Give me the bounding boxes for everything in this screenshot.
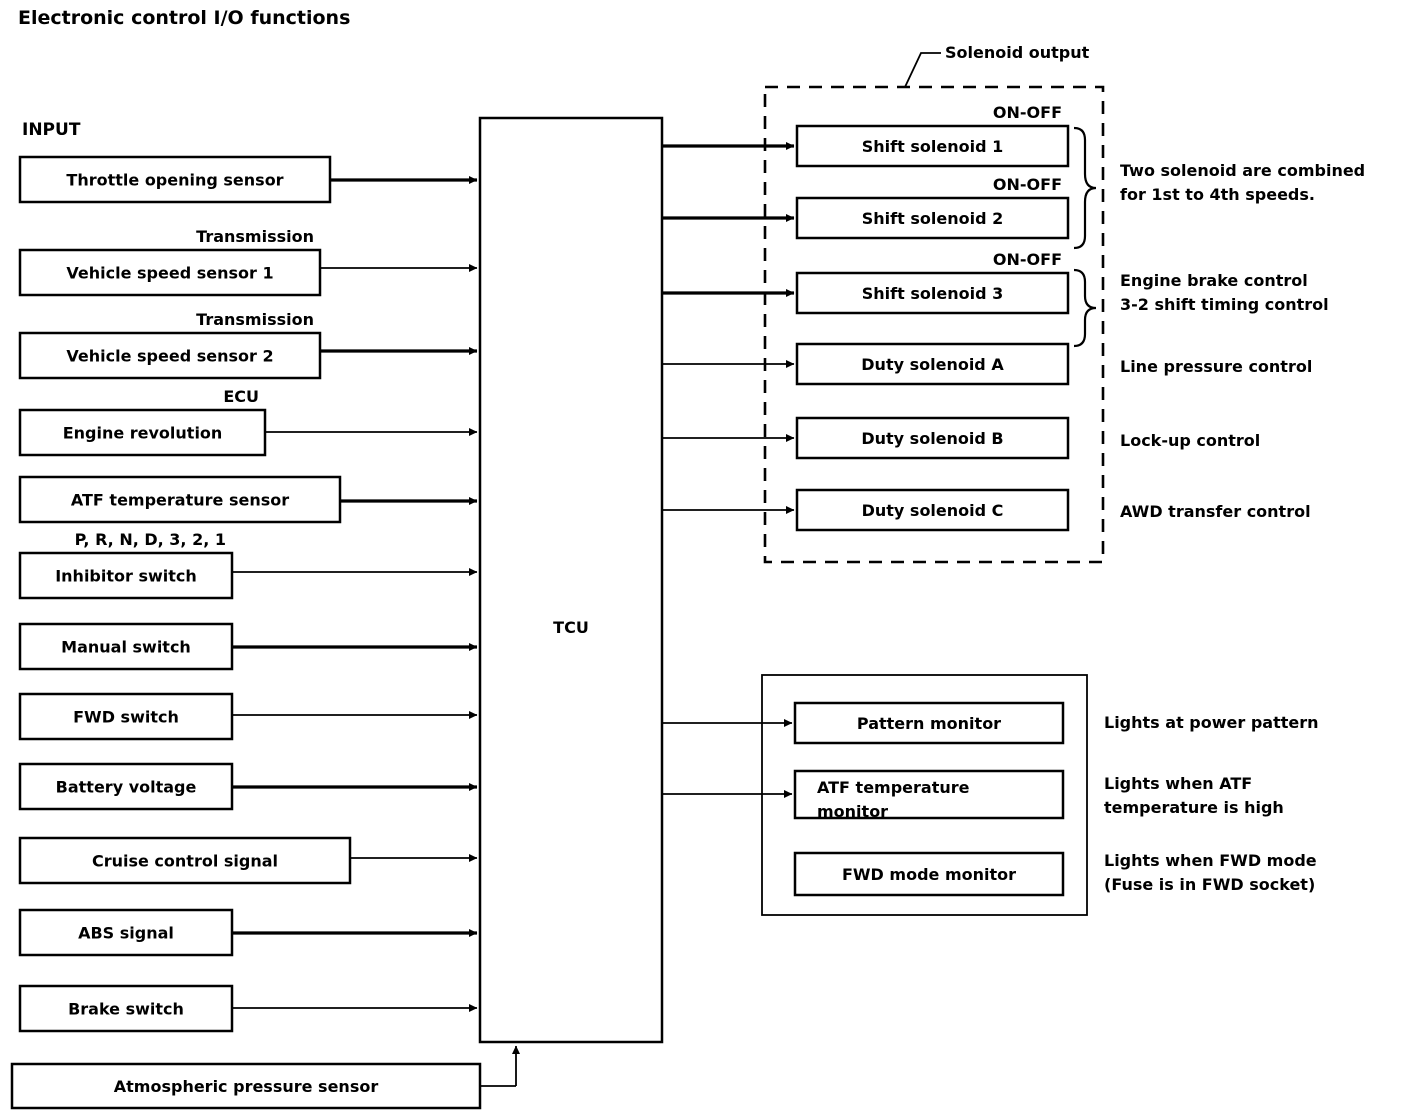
input-box-5[interactable] bbox=[18, 551, 234, 600]
input-box-label-4: ATF temperature sensor bbox=[71, 491, 289, 510]
monitor-group-boundary bbox=[761, 674, 1088, 916]
solenoid-box-label-3: Duty solenoid A bbox=[861, 355, 1004, 374]
solenoid-box-label-4: Duty solenoid B bbox=[861, 429, 1003, 448]
tcu-label: TCU bbox=[553, 618, 589, 637]
solenoid-note-0-line-0: Two solenoid are combined bbox=[1120, 161, 1365, 180]
solenoid-box-5[interactable] bbox=[795, 488, 1070, 532]
solenoid-box-label-0: Shift solenoid 1 bbox=[862, 137, 1003, 156]
solenoid-box-1[interactable] bbox=[795, 196, 1070, 240]
input-box-1[interactable] bbox=[18, 248, 322, 297]
monitor-box-label-1-line-0: ATF temperature bbox=[817, 778, 970, 797]
monitor-note-1-line-0: Lights when ATF bbox=[1104, 774, 1252, 793]
input-box-7[interactable] bbox=[18, 692, 234, 741]
input-box-atmospheric[interactable] bbox=[10, 1062, 482, 1110]
solenoid-box-label-5: Duty solenoid C bbox=[862, 501, 1004, 520]
input-box-label-atmospheric: Atmospheric pressure sensor bbox=[114, 1077, 379, 1096]
brace-shift-12 bbox=[1073, 126, 1097, 250]
solenoid-note-2-line-0: Line pressure control bbox=[1120, 357, 1312, 376]
page-title: Electronic control I/O functions bbox=[18, 7, 350, 29]
input-box-label-2: Vehicle speed sensor 2 bbox=[66, 347, 273, 366]
solenoid-group-label: Solenoid output bbox=[945, 43, 1090, 62]
input-box-8[interactable] bbox=[18, 762, 234, 811]
input-box-label-10: ABS signal bbox=[78, 924, 174, 943]
solenoid-box-3[interactable] bbox=[795, 342, 1070, 386]
diagram-geometry bbox=[10, 52, 1105, 1110]
brace-shift-3 bbox=[1073, 268, 1097, 348]
input-box-0[interactable] bbox=[18, 155, 332, 204]
solenoid-box-label-1: Shift solenoid 2 bbox=[862, 209, 1003, 228]
monitor-box-0[interactable] bbox=[793, 701, 1065, 745]
monitor-note-2-line-0: Lights when FWD mode bbox=[1104, 851, 1317, 870]
solenoid-group-leader bbox=[904, 52, 941, 88]
input-box-6[interactable] bbox=[18, 622, 234, 671]
solenoid-note-4-line-0: AWD transfer control bbox=[1120, 502, 1311, 521]
monitor-note-2-line-1: (Fuse is in FWD socket) bbox=[1104, 875, 1315, 894]
solenoid-box-2[interactable] bbox=[795, 271, 1070, 315]
monitor-note-0-line-0: Lights at power pattern bbox=[1104, 713, 1319, 732]
input-header: INPUT bbox=[22, 120, 81, 140]
input-box-label-3: Engine revolution bbox=[63, 424, 223, 443]
tcu-box[interactable] bbox=[478, 116, 664, 1044]
monitor-box-label-0-line-0: Pattern monitor bbox=[857, 714, 1001, 733]
input-box-11[interactable] bbox=[18, 984, 234, 1033]
input-box-10[interactable] bbox=[18, 908, 234, 957]
input-box-label-0: Throttle opening sensor bbox=[66, 171, 283, 190]
input-box-label-6: Manual switch bbox=[61, 638, 191, 657]
solenoid-box-0[interactable] bbox=[795, 124, 1070, 168]
input-box-3[interactable] bbox=[18, 408, 267, 457]
input-box-label-1: Vehicle speed sensor 1 bbox=[66, 264, 273, 283]
solenoid-group-boundary bbox=[763, 85, 1105, 564]
input-box-2[interactable] bbox=[18, 331, 322, 380]
solenoid-note-1-line-1: 3-2 shift timing control bbox=[1120, 295, 1329, 314]
monitor-box-label-2-line-0: FWD mode monitor bbox=[842, 865, 1016, 884]
solenoid-note-3-line-0: Lock-up control bbox=[1120, 431, 1260, 450]
input-box-label-11: Brake switch bbox=[68, 1000, 184, 1019]
monitor-note-1-line-1: temperature is high bbox=[1104, 798, 1284, 817]
input-box-caption-1: Transmission bbox=[196, 227, 314, 246]
input-box-label-7: FWD switch bbox=[73, 708, 179, 727]
input-box-9[interactable] bbox=[18, 836, 352, 885]
monitor-box-label-1-line-1: monitor bbox=[817, 802, 888, 821]
input-box-caption-5: P, R, N, D, 3, 2, 1 bbox=[75, 530, 226, 549]
input-box-label-9: Cruise control signal bbox=[92, 852, 278, 871]
monitor-box-1[interactable] bbox=[793, 769, 1065, 820]
monitor-box-2[interactable] bbox=[793, 851, 1065, 897]
solenoid-note-0-line-1: for 1st to 4th speeds. bbox=[1120, 185, 1315, 204]
on-off-label-1: ON-OFF bbox=[993, 175, 1062, 194]
input-box-caption-3: ECU bbox=[223, 387, 259, 406]
solenoid-box-label-2: Shift solenoid 3 bbox=[862, 284, 1003, 303]
input-box-label-8: Battery voltage bbox=[56, 778, 197, 797]
input-box-caption-2: Transmission bbox=[196, 310, 314, 329]
input-box-label-5: Inhibitor switch bbox=[55, 567, 197, 586]
on-off-label-0: ON-OFF bbox=[993, 103, 1062, 122]
solenoid-box-4[interactable] bbox=[795, 416, 1070, 460]
solenoid-note-1-line-0: Engine brake control bbox=[1120, 271, 1308, 290]
on-off-label-2: ON-OFF bbox=[993, 250, 1062, 269]
